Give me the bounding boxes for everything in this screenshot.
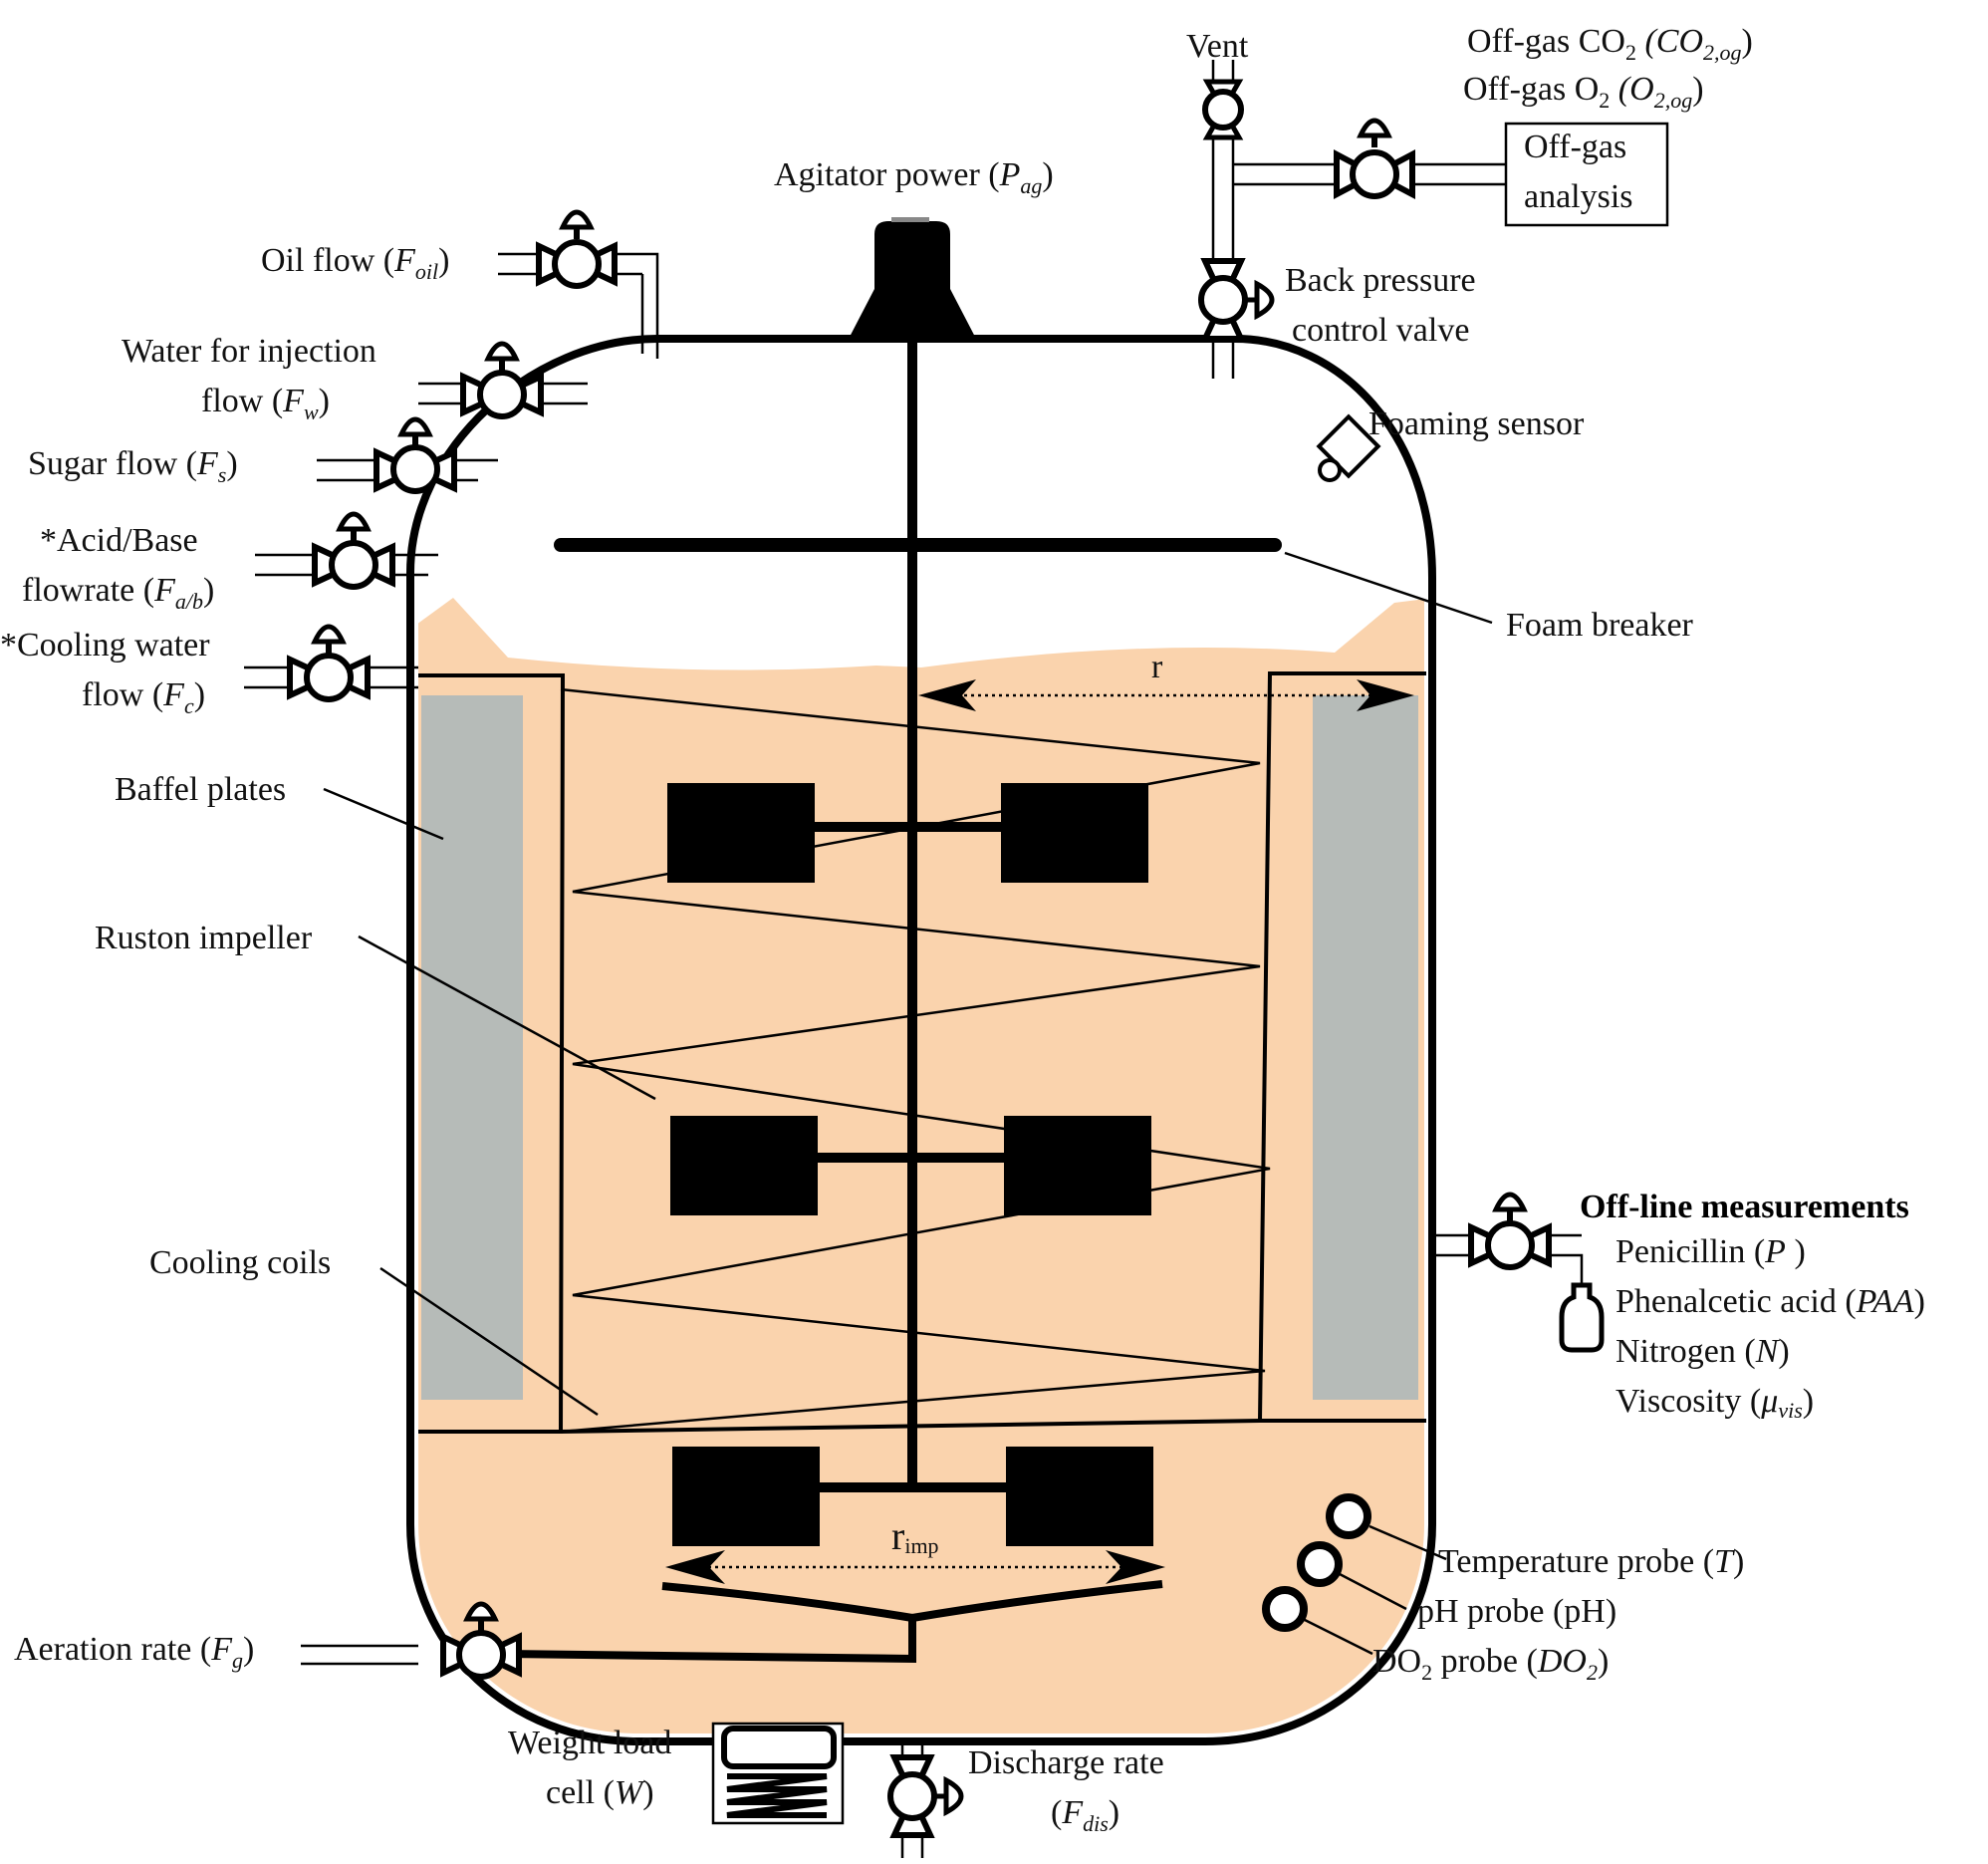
back-pressure-valve[interactable]	[1198, 258, 1275, 342]
cooling-water-valve[interactable]	[244, 624, 418, 702]
label-r: r	[1151, 649, 1163, 685]
label-foam-breaker: Foam breaker	[1506, 607, 1694, 644]
coil-frame-right	[1257, 671, 1426, 1423]
label-r-imp: rimp	[891, 1513, 939, 1558]
label-discharge-1: Discharge rate	[968, 1744, 1164, 1781]
weight-load-cell	[711, 1722, 845, 1825]
vent-valve[interactable]	[1202, 79, 1244, 140]
label-discharge-2: (Fdis)	[1051, 1794, 1119, 1836]
coil-frame-left	[418, 673, 566, 1434]
foaming-sensor	[1316, 413, 1381, 482]
sampling-valve[interactable]	[1432, 1192, 1605, 1353]
label-foaming-sensor: Foaming sensor	[1368, 405, 1585, 442]
vessel-wall	[406, 335, 1436, 1745]
label-weight-load-2: cell (W)	[546, 1774, 654, 1811]
water-injection-valve[interactable]	[418, 341, 588, 419]
label-agitator-power: Agitator power (Pag)	[774, 156, 1054, 198]
label-back-pressure-2: control valve	[1292, 312, 1469, 349]
label-viscosity: Viscosity (μvis)	[1615, 1383, 1814, 1423]
label-ph-probe: pH probe (pH)	[1417, 1593, 1616, 1630]
oil-flow-valve[interactable]	[498, 209, 659, 359]
label-oil-flow: Oil flow (Foil)	[261, 242, 449, 284]
agitator-motor	[849, 221, 976, 339]
leader-ph	[1339, 1572, 1407, 1611]
label-ruston-impeller: Ruston impeller	[95, 920, 313, 956]
r-dimension	[918, 679, 1414, 711]
leader-ruston	[358, 934, 656, 1101]
label-offgas-o2: Off-gas O2 (O2,og)	[1463, 71, 1704, 113]
temperature-probe	[1326, 1493, 1371, 1539]
label-acid-base-2: flowrate (Fa/b)	[22, 572, 214, 614]
label-water-injection-2: flow (Fw)	[201, 383, 330, 424]
baffle-plate-left	[421, 695, 523, 1400]
discharge-valve[interactable]	[887, 1741, 964, 1858]
label-water-injection-1: Water for injection	[122, 333, 376, 370]
label-penicillin: Penicillin (P )	[1615, 1233, 1806, 1270]
label-cooling-water-2: flow (Fc)	[82, 676, 205, 718]
ph-probe	[1297, 1541, 1343, 1587]
acid-base-valve[interactable]	[255, 511, 438, 590]
label-weight-load-1: Weight load	[508, 1725, 671, 1761]
ruston-impeller-middle	[670, 1116, 1151, 1215]
leader-baffel	[323, 787, 444, 841]
label-back-pressure-1: Back pressure	[1285, 262, 1476, 299]
label-offgas-analysis-2: analysis	[1524, 178, 1633, 215]
sample-bottle	[1559, 1282, 1605, 1353]
label-aeration-rate: Aeration rate (Fg)	[14, 1631, 254, 1673]
label-paa: Phenalcetic acid (PAA)	[1615, 1283, 1925, 1320]
offgas-analysis-box	[1504, 122, 1669, 227]
baffle-plate-right	[1313, 695, 1418, 1400]
label-cooling-coils: Cooling coils	[149, 1244, 331, 1281]
ruston-impeller-top	[667, 783, 1148, 883]
label-nitrogen: Nitrogen (N)	[1615, 1333, 1790, 1370]
label-do2-probe: DO2 probe (DO2)	[1372, 1643, 1609, 1685]
leader-foam-breaker	[1284, 551, 1493, 625]
leader-cooling-coils	[379, 1266, 599, 1417]
label-offgas-co2: Off-gas CO2 (CO2,og)	[1467, 23, 1753, 65]
label-cooling-water-1: *Cooling water	[0, 627, 210, 664]
label-temperature-probe: Temperature probe (T)	[1438, 1543, 1744, 1580]
label-offline-title: Off-line measurements	[1580, 1189, 1909, 1225]
label-baffel-plates: Baffel plates	[115, 771, 286, 808]
label-vent: Vent	[1186, 28, 1249, 65]
sugar-flow-valve[interactable]	[317, 416, 498, 494]
aeration-valve[interactable]	[301, 1601, 522, 1680]
label-sugar-flow: Sugar flow (Fs)	[28, 445, 238, 487]
leader-do2	[1302, 1617, 1373, 1656]
do2-probe	[1262, 1586, 1308, 1632]
leader-temp	[1368, 1524, 1447, 1561]
aeration-pipe	[502, 1618, 916, 1664]
offgas-valve[interactable]	[1334, 118, 1415, 199]
r-imp-dimension	[665, 1550, 1165, 1584]
ruston-impeller-bottom	[672, 1447, 1153, 1546]
label-acid-base-1: *Acid/Base	[40, 522, 198, 559]
label-offgas-analysis-1: Off-gas	[1524, 129, 1626, 165]
